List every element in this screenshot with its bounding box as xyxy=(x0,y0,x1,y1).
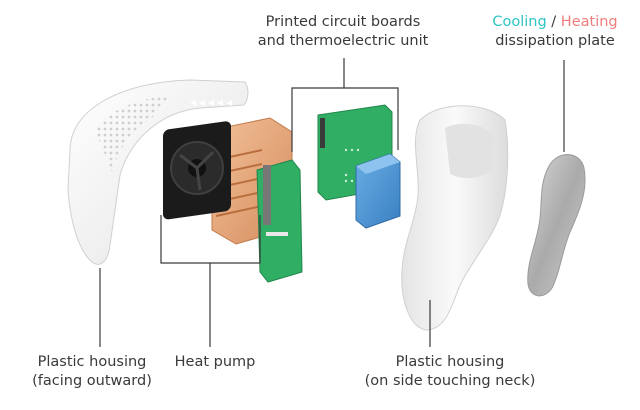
inner-housing xyxy=(401,105,509,331)
pcb-bracket xyxy=(291,87,399,152)
outer-label-line1: Plastic housing xyxy=(37,354,147,370)
plate-label-line2: dissipation plate xyxy=(495,33,615,49)
cooling-heating-separator: / xyxy=(546,14,561,30)
pcb-label-line2: and thermoelectric unit xyxy=(257,33,429,49)
inner-label-line2: (on side touching neck) xyxy=(364,373,536,389)
thermoelectric-unit xyxy=(355,153,401,229)
arrow-markings xyxy=(190,100,232,106)
cooling-word: Cooling xyxy=(492,14,547,30)
pcb-thermoelectric-label: Printed circuit boards and thermoelectri… xyxy=(238,13,448,51)
pcb-label-line1: Printed circuit boards xyxy=(265,14,421,30)
outer-housing xyxy=(67,79,249,265)
dissipation-plate xyxy=(527,154,586,297)
inner-label-line1: Plastic housing xyxy=(395,354,505,370)
outer-label-line2: (facing outward) xyxy=(32,373,152,389)
fan xyxy=(163,121,231,220)
leader-lines xyxy=(99,58,565,347)
heating-word: Heating xyxy=(560,14,618,30)
heat-pump-text: Heat pump xyxy=(174,354,256,370)
inner-housing-label: Plastic housing (on side touching neck) xyxy=(345,353,555,391)
pcb-small xyxy=(256,159,303,283)
heat-pump-label: Heat pump xyxy=(160,353,270,372)
outer-housing-label: Plastic housing (facing outward) xyxy=(4,353,180,391)
dissipation-plate-label: Cooling / Heating dissipation plate xyxy=(470,13,640,51)
